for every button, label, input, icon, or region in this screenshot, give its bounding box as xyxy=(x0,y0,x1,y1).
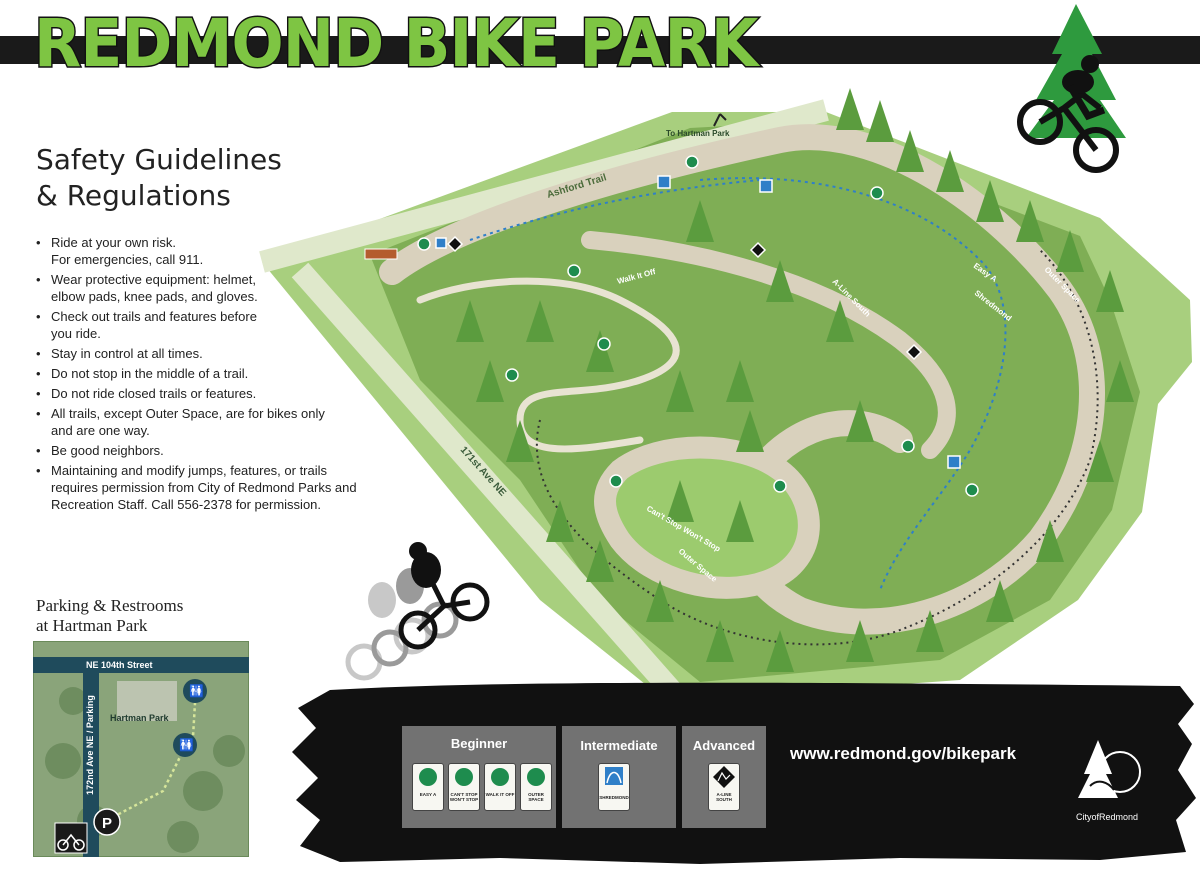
easy-a-trail xyxy=(469,179,761,241)
intermediate-marker-icon xyxy=(657,175,671,189)
safety-rule-line: Wear protective equipment: helmet, xyxy=(51,272,256,287)
beginner-circle-icons xyxy=(419,768,545,786)
aline-dirt-track xyxy=(581,231,956,459)
title-bar xyxy=(0,36,1200,64)
website-link[interactable]: www.redmond.gov/bikepark xyxy=(790,744,1017,763)
intermediate-marker-icon xyxy=(947,455,961,469)
intermediate-label: Intermediate xyxy=(580,738,658,753)
safety-title-line1: Safety Guidelines xyxy=(36,143,282,176)
beginner-marker-icon xyxy=(597,337,611,351)
safety-rule-line: Do not stop in the middle of a trail. xyxy=(51,366,249,381)
aline-south-sign-label: A-LINE SOUTH xyxy=(716,792,732,802)
advanced-marker-icon xyxy=(905,343,923,361)
parking-p-icon xyxy=(93,808,121,836)
beginner-marker-icon xyxy=(965,483,979,497)
hartman-park-label: Hartman Park xyxy=(110,713,169,723)
tree-group xyxy=(456,88,1134,672)
intermediate-marker-icon xyxy=(759,179,773,193)
outer-space-sign-label: OUTER SPACE xyxy=(528,792,544,802)
north-arrow-icon xyxy=(713,113,727,127)
beginner-marker-icon xyxy=(901,439,915,453)
street-top-label: NE 104th Street xyxy=(86,660,153,670)
safety-rule-line: For emergencies, call 911. xyxy=(51,252,204,267)
svg-text:P: P xyxy=(102,815,112,832)
beginner-marker-icon xyxy=(505,368,519,382)
black-diamond-icon xyxy=(713,766,735,788)
city-of-redmond-logo-icon xyxy=(1078,740,1141,798)
advanced-marker-icon xyxy=(446,235,464,253)
safety-rule: Check out trails and features before you … xyxy=(36,308,366,342)
parking-title-line1: Parking & Restrooms xyxy=(36,596,184,615)
safety-rule-line: Recreation Staff. Call 556-2378 for perm… xyxy=(51,497,322,512)
safety-rule-line: and are one way. xyxy=(51,423,150,438)
parking-title: Parking & Restrooms at Hartman Park xyxy=(36,596,183,636)
intermediate-marker-icon xyxy=(435,237,447,249)
beginner-marker-icon xyxy=(773,479,787,493)
beginner-label: Beginner xyxy=(450,736,508,751)
safety-title-line2: & Regulations xyxy=(36,179,231,212)
safety-rule-line: All trails, except Outer Space, are for … xyxy=(51,406,325,421)
city-name: CityofRedmond xyxy=(1075,812,1139,822)
green-circle-icon xyxy=(419,768,437,786)
safety-rule: Do not ride closed trails or features. xyxy=(36,385,366,402)
trail-markers xyxy=(364,113,979,497)
rider-silhouettes-icon xyxy=(345,542,490,681)
safety-rule: Do not stop in the middle of a trail. xyxy=(36,365,366,382)
beginner-marker-icon xyxy=(417,237,431,251)
safety-rule: Stay in control at all times. xyxy=(36,345,366,362)
beginner-marker-icon xyxy=(609,474,623,488)
safety-rule: All trails, except Outer Space, are for … xyxy=(36,405,366,439)
safety-rule-line: Maintaining and modify jumps, features, … xyxy=(51,463,328,478)
svg-text:🚻: 🚻 xyxy=(189,684,204,698)
parking-title-line2: at Hartman Park xyxy=(36,616,148,635)
beginner-marker-icon xyxy=(685,155,699,169)
advanced-marker-icon xyxy=(749,241,767,259)
walk-it-off-sign-label: WALK IT OFF xyxy=(485,792,515,797)
park-title: REDMOND BIKE PARK xyxy=(33,4,760,83)
safety-rules-list: Ride at your own risk. For emergencies, c… xyxy=(36,234,366,516)
safety-rule-line: Check out trails and features before xyxy=(51,309,257,324)
green-circle-icon xyxy=(491,768,509,786)
tree-rider-logo-icon xyxy=(1017,4,1126,173)
safety-rule: Ride at your own risk. For emergencies, c… xyxy=(36,234,366,268)
walk-it-off-trail xyxy=(416,277,680,453)
bike-icon xyxy=(54,822,88,854)
advanced-label: Advanced xyxy=(692,738,756,753)
beginner-marker-icon xyxy=(870,186,884,200)
easy-a-sign-label: EASY A xyxy=(419,792,437,797)
to-hartman-label: To Hartman Park xyxy=(666,129,730,138)
green-circle-icon xyxy=(527,768,545,786)
beginner-marker-icon xyxy=(567,264,581,278)
safety-rule: Maintaining and modify jumps, features, … xyxy=(36,462,366,513)
safety-rule-line: Ride at your own risk. xyxy=(51,235,176,250)
safety-rule-line: elbow pads, knee pads, and gloves. xyxy=(51,289,258,304)
restroom-icon xyxy=(173,733,197,757)
inner-dirt-loop xyxy=(594,436,820,599)
green-circle-icon xyxy=(455,768,473,786)
safety-rule-line: Be good neighbors. xyxy=(51,443,164,458)
safety-rule: Wear protective equipment: helmet, elbow … xyxy=(36,271,366,305)
safety-rule-line: Stay in control at all times. xyxy=(51,346,203,361)
safety-rule: Be good neighbors. xyxy=(36,442,366,459)
shredmond-trail xyxy=(699,177,1007,591)
safety-rule-line: Do not ride closed trails or features. xyxy=(51,386,257,401)
cant-stop-sign-label: CAN'T STOP WON'T STOP xyxy=(449,792,479,802)
safety-title: Safety Guidelines & Regulations xyxy=(36,142,282,214)
parking-inset-map: 🚻 🚻 P xyxy=(33,641,249,857)
shredmond-sign-label: SHREDMOND xyxy=(599,795,629,800)
blue-square-icon xyxy=(605,767,623,785)
safety-rule-line: requires permission from City of Redmond… xyxy=(51,480,357,495)
safety-rule-line: you ride. xyxy=(51,326,101,341)
restroom-icon xyxy=(183,679,207,703)
svg-text:🚻: 🚻 xyxy=(179,738,194,752)
